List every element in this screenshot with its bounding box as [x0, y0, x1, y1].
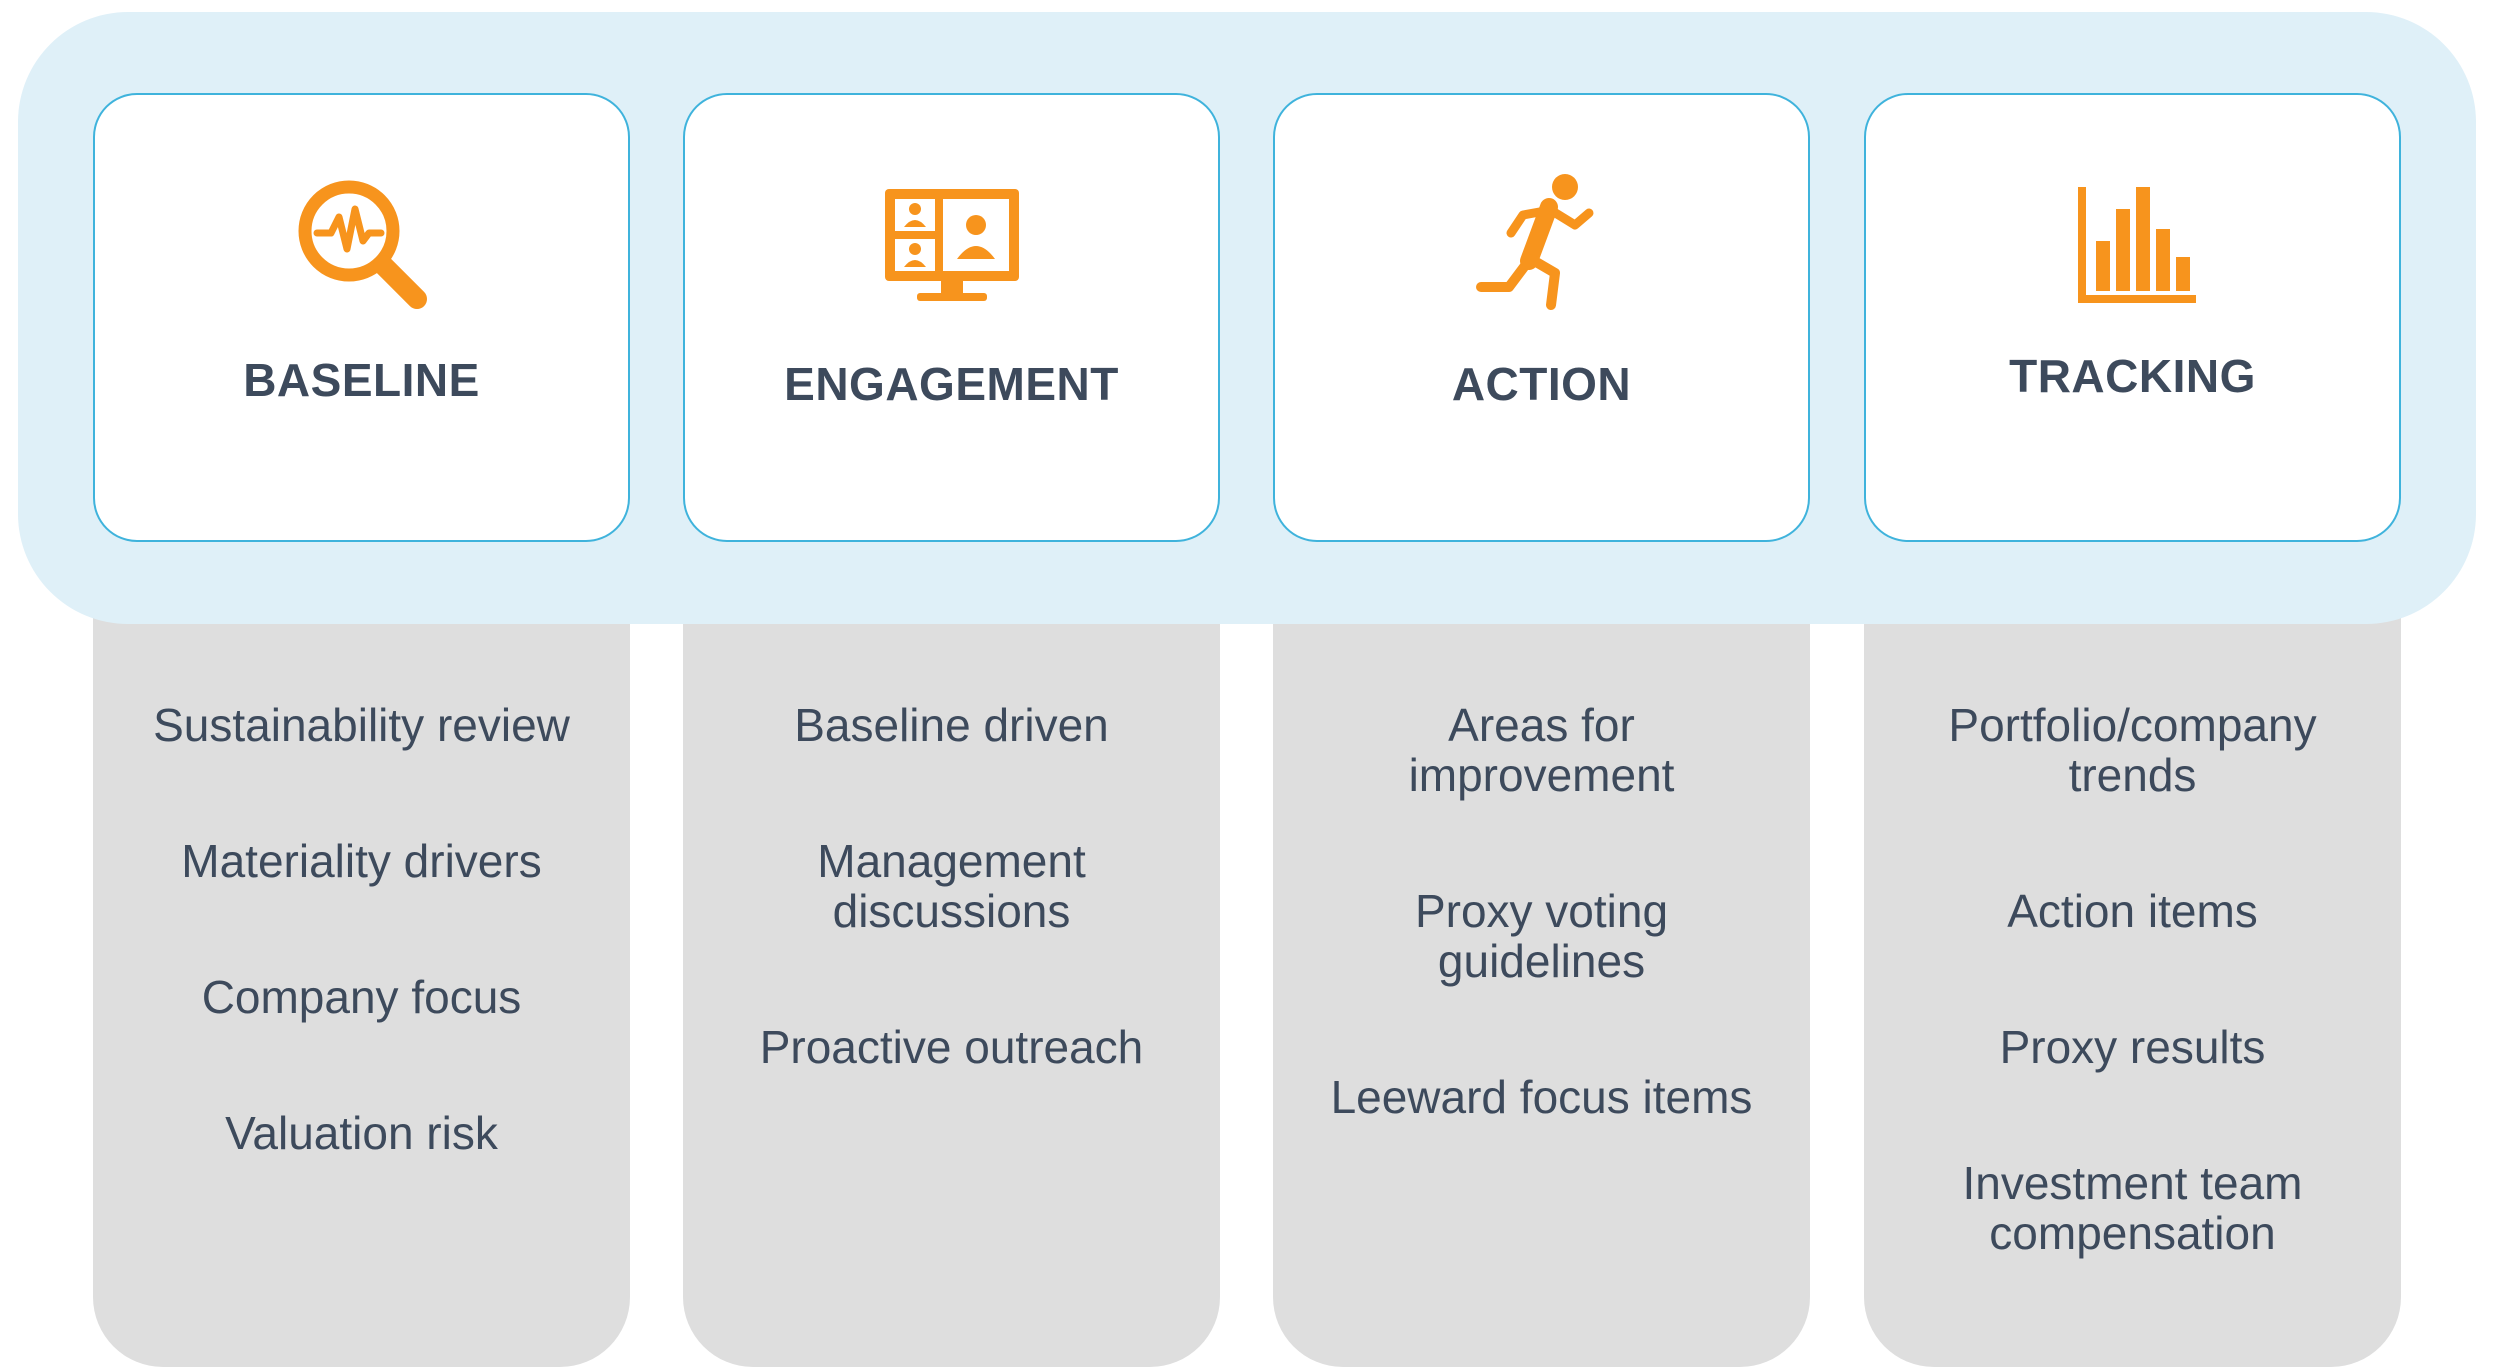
list-item: Investment team compensation [1962, 1157, 2303, 1259]
tracking-panel [1864, 560, 2401, 1367]
video-conference-icon [685, 169, 1218, 319]
list-item: Action items [2007, 885, 2258, 937]
list-item: Portfolio/company trends [1948, 699, 2317, 801]
list-item: Materiality drivers [181, 835, 542, 887]
engagement-card: ENGAGEMENT [683, 93, 1220, 542]
engagement-title: ENGAGEMENT [784, 358, 1119, 410]
list-item: Proxy voting guidelines [1414, 885, 1669, 987]
action-panel [1273, 560, 1810, 1367]
tracking-title: TRACKING [2009, 350, 2256, 402]
list-item: Baseline driven [794, 699, 1109, 751]
baseline-card: BASELINE [93, 93, 630, 542]
list-item: Sustainability review [153, 699, 570, 751]
magnifier-pulse-icon [95, 169, 628, 319]
baseline-panel [93, 560, 630, 1367]
list-item: Proxy results [1999, 1021, 2266, 1073]
action-items: Areas for improvement Proxy voting guide… [1273, 700, 1810, 1122]
engagement-items: Baseline driven Management discussions P… [683, 700, 1220, 1072]
list-item: Areas for improvement [1408, 699, 1675, 801]
list-item: Leeward focus items [1330, 1071, 1753, 1123]
action-title: ACTION [1451, 358, 1632, 410]
bar-chart-icon [1866, 169, 2399, 319]
engagement-panel [683, 560, 1220, 1367]
list-item: Management discussions [817, 835, 1086, 937]
tracking-card: TRACKING [1864, 93, 2401, 542]
running-person-icon [1275, 169, 1808, 319]
action-card: ACTION [1273, 93, 1810, 542]
baseline-title: BASELINE [243, 354, 480, 406]
list-item: Valuation risk [225, 1107, 498, 1159]
tracking-items: Portfolio/company trends Action items Pr… [1864, 700, 2401, 1258]
list-item: Company focus [201, 971, 522, 1023]
baseline-items: Sustainability review Materiality driver… [93, 700, 630, 1158]
list-item: Proactive outreach [759, 1021, 1144, 1073]
